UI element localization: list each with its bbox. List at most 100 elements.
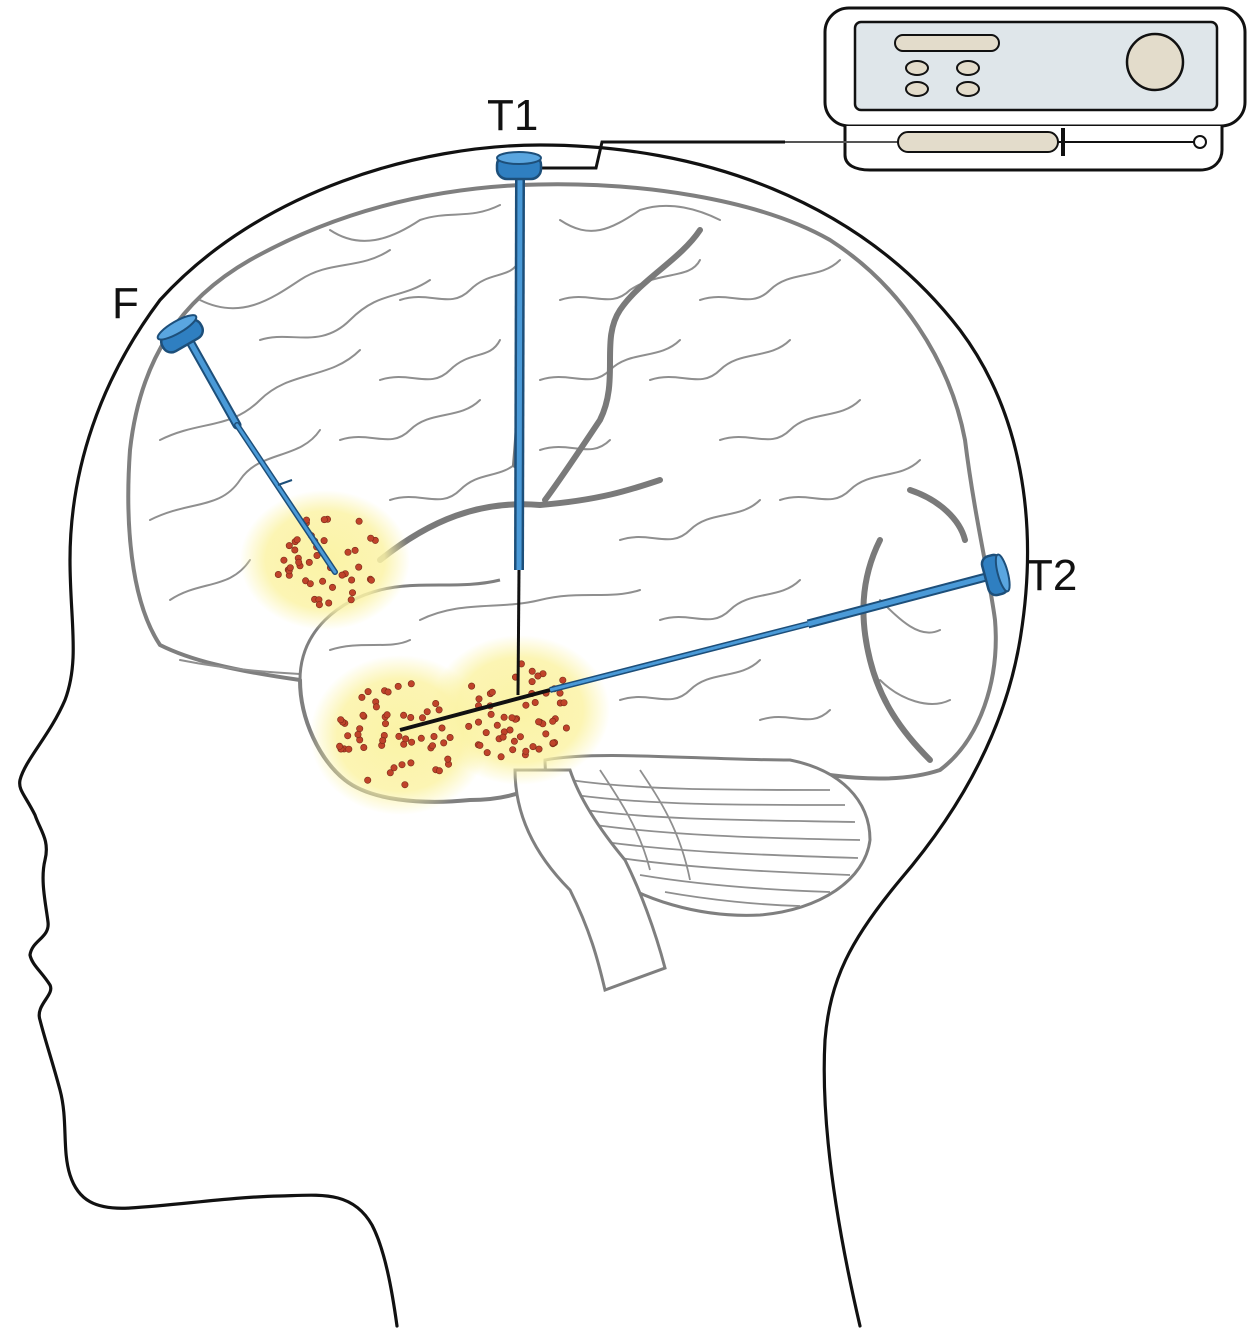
ablation-dot xyxy=(361,744,367,750)
ablation-dot xyxy=(436,768,442,774)
ablation-dot xyxy=(433,700,439,706)
ablation-dot xyxy=(511,738,517,744)
ablation-dot xyxy=(476,696,482,702)
ablation-zone-temporal-posterior xyxy=(430,635,610,785)
ablation-dot xyxy=(356,518,362,524)
ablation-dot xyxy=(418,735,424,741)
ablation-dot xyxy=(365,777,371,783)
ablation-dot xyxy=(408,714,414,720)
ablation-dot xyxy=(489,689,495,695)
ablation-dot xyxy=(338,717,344,723)
ablation-dot xyxy=(306,559,312,565)
ablation-dot xyxy=(286,542,292,548)
ablation-dot xyxy=(402,736,408,742)
ablation-dot xyxy=(329,584,335,590)
laser-ablation-console-icon xyxy=(785,8,1245,170)
ablation-dot xyxy=(368,535,374,541)
ablation-dot xyxy=(357,726,363,732)
ablation-dot xyxy=(346,746,352,752)
ablation-dot xyxy=(536,746,542,752)
ablation-dot xyxy=(360,712,366,718)
ablation-dot xyxy=(466,723,472,729)
ablation-dot xyxy=(396,733,402,739)
ablation-dot xyxy=(355,731,361,737)
ablation-dot xyxy=(529,668,535,674)
ablation-dot xyxy=(501,714,507,720)
ablation-dot xyxy=(395,683,401,689)
ablation-dot xyxy=(509,715,515,721)
ablation-dot xyxy=(368,577,374,583)
ablation-dot xyxy=(373,704,379,710)
ablation-dot xyxy=(307,581,313,587)
ablation-dot xyxy=(400,712,406,718)
ablation-dot xyxy=(529,678,535,684)
ablation-dot xyxy=(316,602,322,608)
label-temporal-probe: T2 xyxy=(1026,551,1077,600)
ablation-dot xyxy=(275,571,281,577)
ablation-dot xyxy=(447,734,453,740)
ablation-dot xyxy=(523,748,529,754)
ablation-dot xyxy=(424,709,430,715)
ablation-dot xyxy=(563,725,569,731)
ablation-dot xyxy=(408,739,414,745)
ablation-dot xyxy=(517,734,523,740)
ablation-dot xyxy=(500,734,506,740)
ablation-dot xyxy=(439,725,445,731)
ablation-dot xyxy=(356,564,362,570)
ablation-dot xyxy=(402,782,408,788)
ablation-dot xyxy=(535,719,541,725)
ablation-dot xyxy=(326,600,332,606)
ablation-dot xyxy=(507,727,513,733)
ablation-dot xyxy=(352,547,358,553)
ablation-dot xyxy=(561,700,567,706)
ablation-dot xyxy=(294,537,300,543)
ablation-dot xyxy=(419,715,425,721)
ablation-dot xyxy=(510,747,516,753)
ablation-dot xyxy=(441,740,447,746)
ablation-dot xyxy=(530,743,536,749)
label-top-probe: T1 xyxy=(487,91,538,140)
ablation-dot xyxy=(475,719,481,725)
ablation-dot xyxy=(498,754,504,760)
ablation-dot xyxy=(445,756,451,762)
ablation-dot xyxy=(345,733,351,739)
ablation-dot xyxy=(532,699,538,705)
ablation-dot xyxy=(484,749,490,755)
ablation-dot xyxy=(365,688,371,694)
ablation-dot xyxy=(345,549,351,555)
ablation-dot xyxy=(408,760,414,766)
ablation-dot xyxy=(550,718,556,724)
ablation-dot xyxy=(436,707,442,713)
ablation-dot xyxy=(380,737,386,743)
ablation-dot xyxy=(494,722,500,728)
ablation-dot xyxy=(319,578,325,584)
ablation-dot xyxy=(488,711,494,717)
ablation-dot xyxy=(560,677,566,683)
ablation-dot xyxy=(543,731,549,737)
ablation-dot xyxy=(550,740,556,746)
ablation-dot xyxy=(483,729,489,735)
ablation-dot xyxy=(321,516,327,522)
ablation-dot xyxy=(339,572,345,578)
ablation-dot xyxy=(348,597,354,603)
ablation-dot xyxy=(359,694,365,700)
ablation-dot xyxy=(477,742,483,748)
ablation-dot xyxy=(287,565,293,571)
ablation-dot xyxy=(382,720,388,726)
ablation-dot xyxy=(292,547,298,553)
ablation-dot xyxy=(348,577,354,583)
ablation-dot xyxy=(523,702,529,708)
ablation-dot xyxy=(349,590,355,596)
ablation-dot xyxy=(535,673,541,679)
ablation-dot xyxy=(468,683,474,689)
ablation-dot xyxy=(384,712,390,718)
ablation-dot xyxy=(336,743,342,749)
ablation-dot xyxy=(431,733,437,739)
ablation-dot xyxy=(429,743,435,749)
label-frontal-probe: F xyxy=(112,279,139,328)
ablation-dot xyxy=(408,681,414,687)
ablation-dot xyxy=(296,559,302,565)
ablation-dot xyxy=(399,762,405,768)
ablation-dot xyxy=(385,689,391,695)
